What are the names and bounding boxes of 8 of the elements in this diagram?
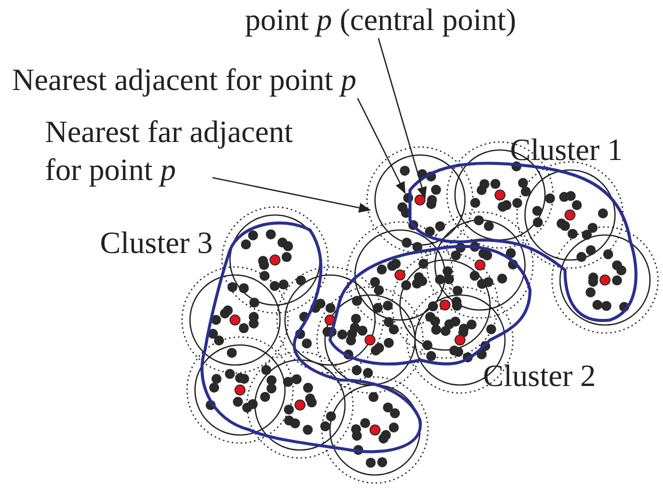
- callout-text: Nearest far adjacent for point p: [45, 113, 315, 189]
- leader-arrow: [212, 176, 371, 213]
- callout-text: point p (central point): [245, 1, 535, 39]
- cluster-label: Cluster 2: [483, 357, 596, 395]
- callout-text: Nearest adjacent for point p: [12, 61, 372, 99]
- cluster-label: Cluster 3: [100, 224, 213, 262]
- leader-arrow: [357, 98, 406, 194]
- leader-arrow: [378, 38, 427, 199]
